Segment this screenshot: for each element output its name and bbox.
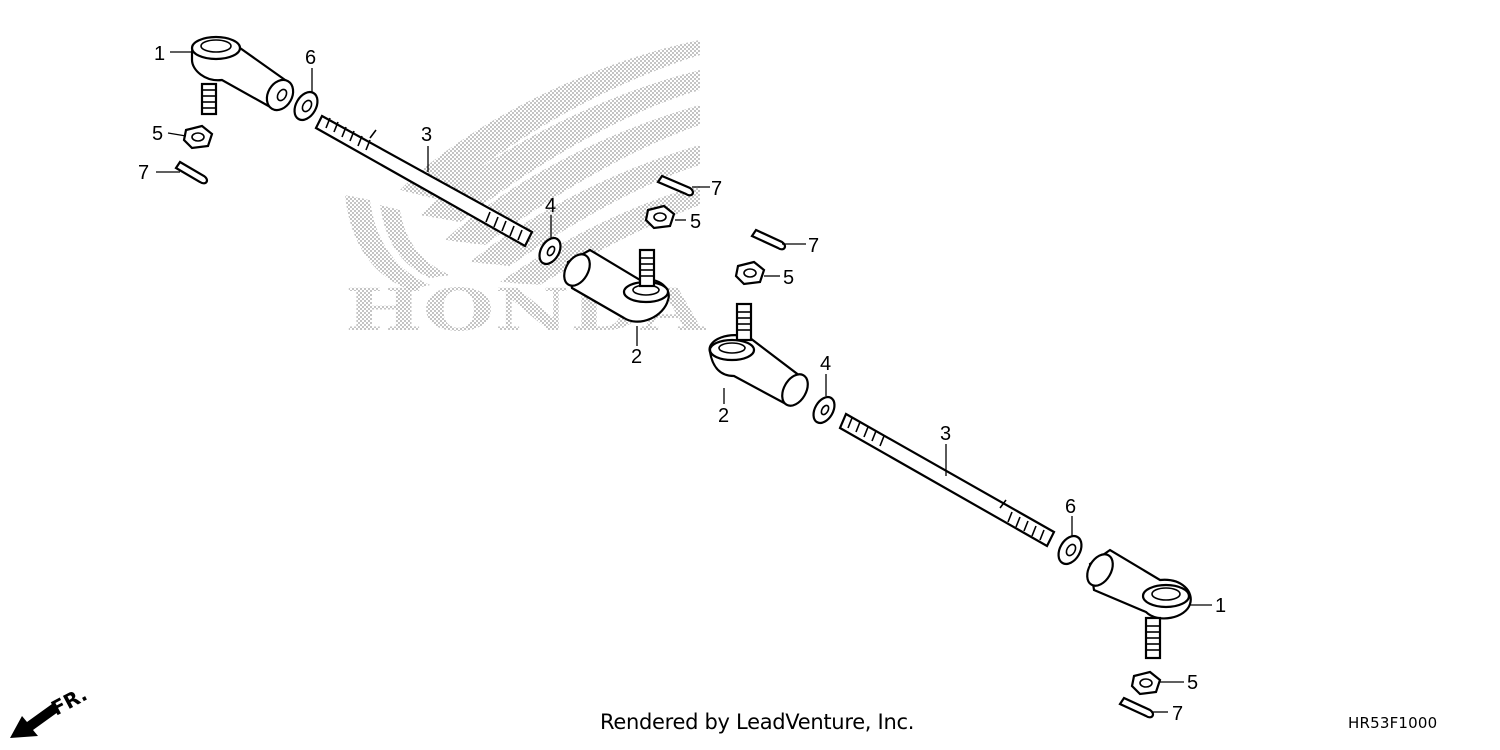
callout-2: 2 xyxy=(718,405,729,427)
castle-nut-mid-left xyxy=(644,204,676,230)
lock-nut-right xyxy=(1057,534,1083,566)
callout-7: 7 xyxy=(711,178,722,200)
tie-rod-end-outer-left xyxy=(190,35,295,116)
tie-rod-end-outer-right xyxy=(1086,548,1192,660)
tie-rod-end-inner-left xyxy=(563,248,670,323)
diagram-code: HR53F1000 xyxy=(1348,714,1438,732)
arrow-down-left-icon xyxy=(10,704,58,738)
callout-7: 7 xyxy=(1172,703,1183,725)
callout-7: 7 xyxy=(138,162,149,184)
callout-3: 3 xyxy=(421,124,432,146)
callout-1: 1 xyxy=(1215,595,1226,617)
tie-rod-end-inner-right xyxy=(708,302,809,407)
tie-rod-shaft-right xyxy=(838,412,1056,548)
castle-nut-top-left xyxy=(182,124,214,150)
lock-nut-inner-left xyxy=(538,236,562,266)
cotter-pin-mid-right xyxy=(750,228,787,251)
tie-rod-shaft-left xyxy=(314,114,534,248)
callout-5: 5 xyxy=(1187,672,1198,694)
leader-lines xyxy=(156,51,1212,713)
cotter-pin-mid-left xyxy=(656,174,695,197)
callout-4: 4 xyxy=(545,195,556,217)
castle-nut-mid-right xyxy=(734,260,766,286)
callout-1: 1 xyxy=(154,43,165,65)
callout-7: 7 xyxy=(808,235,819,257)
castle-nut-bottom-right xyxy=(1130,670,1162,696)
callout-3: 3 xyxy=(940,423,951,445)
callout-4: 4 xyxy=(820,353,831,375)
callout-5: 5 xyxy=(152,123,163,145)
callout-2: 2 xyxy=(631,346,642,368)
callout-5: 5 xyxy=(690,211,701,233)
callout-6: 6 xyxy=(1065,496,1076,518)
cotter-pin-top-left xyxy=(174,160,209,185)
render-credit: Rendered by LeadVenture, Inc. xyxy=(600,710,915,734)
front-direction-indicator: FR. xyxy=(10,682,91,738)
callout-5: 5 xyxy=(783,267,794,289)
lock-nut-left xyxy=(293,90,319,122)
cotter-pin-bottom-right xyxy=(1118,696,1155,719)
callout-6: 6 xyxy=(305,47,316,69)
lock-nut-inner-right xyxy=(812,395,836,425)
